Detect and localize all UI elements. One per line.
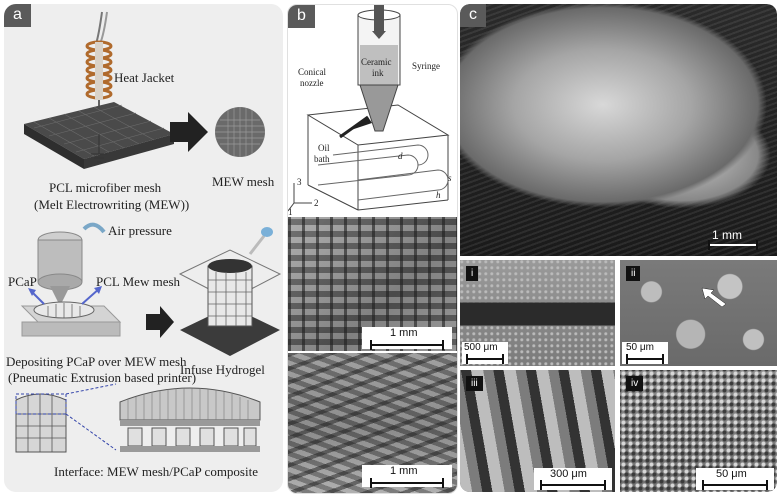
scale-label-bottom: 1 mm	[390, 465, 418, 477]
scale-label-main: 1 mm	[712, 228, 742, 242]
syringe-label: Syringe	[412, 61, 440, 71]
sub-i-scale-bar	[466, 354, 504, 364]
bath-label: bath	[314, 154, 330, 164]
sub-iv-scale-label: 50 μm	[716, 468, 747, 480]
sem-sub-i: i 500 μm	[460, 260, 615, 366]
sub-iii-scale-label: 300 μm	[550, 468, 587, 480]
scale-box-top: 1 mm	[362, 327, 452, 350]
sub-iv-tag: iv	[626, 376, 644, 391]
scale-label-top: 1 mm	[390, 327, 418, 339]
sub-iii-scale-box: 300 μm	[534, 468, 612, 490]
axis-1-label: 1	[288, 207, 293, 217]
pcl-caption-line1: PCL microfiber mesh	[49, 180, 162, 195]
axis-3-label: 3	[297, 177, 302, 187]
scale-bar-main	[708, 240, 758, 250]
axis-2-label: 2	[314, 198, 319, 208]
scale-box-bottom: 1 mm	[362, 465, 452, 488]
infuse-hydrogel-label: Infuse Hydrogel	[180, 362, 265, 377]
s-label: s	[448, 173, 452, 183]
panel-b: b Conical nozzle Ceramic ink Syringe Oil…	[287, 4, 458, 494]
interface-caption: Interface: MEW mesh/PCaP composite	[54, 464, 258, 479]
sub-iv-scale-bar	[702, 480, 768, 490]
ceramic-label: Ceramic	[361, 57, 392, 67]
sub-i-tag: i	[466, 266, 479, 281]
panel-a-label: a	[4, 4, 31, 27]
panel-c: c 1 mm i 500 μm ii 50 μm iii 300 μm iv	[460, 4, 777, 492]
sem-sub-iv: iv 50 μm	[620, 370, 777, 492]
extrusion-schematic	[288, 5, 450, 212]
mew-printer-illustration	[15, 11, 282, 453]
oil-label: Oil	[318, 143, 330, 153]
sub-ii-scale-box: 50 μm	[622, 342, 668, 364]
h-label: h	[436, 190, 441, 200]
sem-sub-iii: iii 300 μm	[460, 370, 615, 492]
pcap-label: PCaP	[8, 274, 37, 289]
sub-i-scale-box: 500 μm	[462, 342, 508, 364]
heat-jacket-label: Heat Jacket	[114, 70, 175, 85]
sub-i-scale-label: 500 μm	[464, 342, 498, 353]
sub-iii-tag: iii	[466, 376, 483, 391]
ink-label: ink	[372, 68, 384, 78]
panel-b-label: b	[288, 5, 315, 28]
conical-label: Conical	[298, 67, 326, 77]
pcl-mew-mesh-label: PCL Mew mesh	[96, 274, 181, 289]
depositing-caption-line2: (Pneumatic Extrusion based printer)	[8, 370, 197, 385]
sub-ii-tag: ii	[626, 266, 641, 281]
depositing-caption-line1: Depositing PCaP over MEW mesh	[6, 354, 187, 369]
sub-ii-scale-bar	[626, 354, 664, 364]
sem-sub-ii: ii 50 μm	[620, 260, 777, 366]
lattice-sem-bottom: 1 mm	[288, 353, 457, 493]
mew-mesh-label: MEW mesh	[212, 174, 275, 189]
sub-ii-scale-label: 50 μm	[626, 342, 654, 353]
panel-c-label: c	[460, 4, 486, 27]
sub-iv-scale-box: 50 μm	[696, 468, 774, 490]
tooth-sem-image: c 1 mm	[460, 4, 777, 256]
panel-a: a	[4, 4, 283, 492]
sub-iii-scale-bar	[540, 480, 606, 490]
arrow-icon	[701, 287, 727, 308]
d-label: d	[398, 151, 403, 161]
scale-bar-top	[370, 340, 444, 350]
pcl-caption-line2: (Melt Electrowriting (MEW))	[34, 197, 190, 212]
lattice-sem-top: 1 mm	[288, 217, 457, 351]
air-pressure-label: Air pressure	[108, 223, 172, 238]
nozzle-label: nozzle	[300, 78, 324, 88]
scale-bar-bottom	[370, 478, 444, 488]
